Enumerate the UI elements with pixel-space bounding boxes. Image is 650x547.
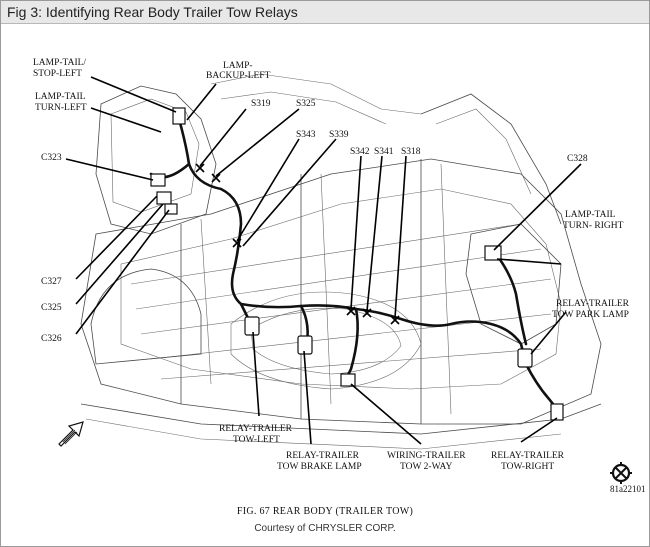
courtesy-credit: Courtesy of CHRYSLER CORP.: [254, 523, 396, 534]
figure-caption: FIG. 67 REAR BODY (TRAILER TOW): [236, 506, 414, 517]
label-lamp-tail-turn-left-1: LAMP-TAIL: [35, 92, 86, 102]
splice-marks: [195, 163, 400, 325]
label-s343: S343: [296, 130, 316, 140]
label-c328: C328: [567, 154, 588, 164]
front-direction-arrow-icon: [58, 421, 84, 447]
trailer-tow-harness: [149, 117, 563, 416]
label-relay-brake-1: RELAY-TRAILER: [286, 451, 360, 461]
part-number: 81a22101: [610, 484, 646, 494]
label-lamp-tail-stop-left-2: STOP-LEFT: [33, 69, 82, 79]
label-s339: S339: [329, 130, 349, 140]
label-lamp-tail-stop-left-1: LAMP-TAIL/: [33, 58, 86, 68]
label-s342: S342: [350, 147, 370, 157]
leader-lines: [65, 76, 582, 445]
label-c327: C327: [41, 277, 62, 287]
wiring-diagram: LAMP-TAIL/ STOP-LEFT LAMP- BACKUP-LEFT L…: [1, 24, 649, 546]
label-s325: S325: [296, 99, 316, 109]
service-logo-icon: [610, 462, 632, 484]
label-relay-tow-right-2: TOW-RIGHT: [501, 462, 554, 472]
label-relay-tow-left-2: TOW-LEFT: [233, 435, 280, 445]
component-blocks: [150, 107, 564, 421]
label-lamp-tail-turn-right-2: TURN- RIGHT: [563, 221, 624, 231]
label-s318: S318: [401, 147, 421, 157]
label-relay-park-1: RELAY-TRAILER: [556, 299, 630, 309]
label-relay-tow-left-1: RELAY-TRAILER: [219, 424, 293, 434]
callout-labels: LAMP-TAIL/ STOP-LEFT LAMP- BACKUP-LEFT L…: [33, 58, 630, 472]
label-s319: S319: [251, 99, 271, 109]
label-lamp-backup-left-1: LAMP-: [223, 61, 253, 71]
label-s341: S341: [374, 147, 394, 157]
label-relay-tow-right-1: RELAY-TRAILER: [491, 451, 565, 461]
label-relay-park-2: TOW PARK LAMP: [552, 310, 629, 320]
label-relay-brake-2: TOW BRAKE LAMP: [277, 462, 362, 472]
label-lamp-backup-left-2: BACKUP-LEFT: [206, 71, 271, 81]
title-bar: Fig 3: Identifying Rear Body Trailer Tow…: [1, 1, 649, 24]
label-wiring-1: WIRING-TRAILER: [387, 451, 466, 461]
label-lamp-tail-turn-left-2: TURN-LEFT: [35, 103, 87, 113]
label-c326: C326: [41, 334, 62, 344]
label-c323: C323: [41, 153, 62, 163]
label-lamp-tail-turn-right-1: LAMP-TAIL: [565, 210, 616, 220]
window-title: Fig 3: Identifying Rear Body Trailer Tow…: [7, 4, 298, 20]
label-wiring-2: TOW 2-WAY: [400, 462, 452, 472]
label-c325: C325: [41, 303, 62, 313]
